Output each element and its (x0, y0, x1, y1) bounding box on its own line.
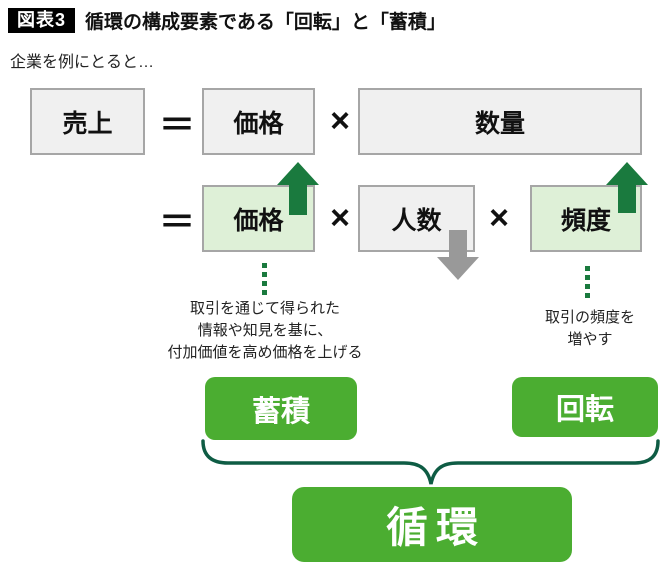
price-box-row1: 価格 (202, 88, 315, 155)
equals-sign-row1: ＝ (158, 103, 195, 145)
price-note: 取引を通じて得られた 情報や知見を基に、 付加価値を高め価格を上げる (167, 300, 363, 361)
figure-title: 循環の構成要素である「回転」と「蓄積」 (85, 12, 446, 33)
people-box: 人数 (358, 185, 475, 252)
frequency-box: 頻度 (530, 185, 642, 252)
accumulation-label: 蓄積 (205, 377, 357, 440)
sales-box: 売上 (30, 88, 145, 155)
figure-header: 図表3 循環の構成要素である「回転」と「蓄積」 (8, 7, 446, 34)
price-box-row2: 価格 (202, 185, 315, 252)
times-sign-row2a: × (330, 199, 350, 237)
intro-text: 企業を例にとると… (10, 54, 155, 71)
quantity-box: 数量 (358, 88, 642, 155)
frequency-note: 取引の頻度を 増やす (544, 309, 635, 348)
rotation-label: 回転 (512, 377, 658, 437)
circulation-label: 循環 (292, 487, 572, 562)
figure-number-badge: 図表3 (8, 8, 76, 33)
price-dotted-connector (262, 263, 267, 297)
times-sign-row1: × (330, 102, 350, 140)
curly-brace (201, 439, 660, 485)
times-sign-row2b: × (489, 199, 509, 237)
frequency-dotted-connector (585, 266, 590, 300)
equals-sign-row2: ＝ (158, 200, 195, 242)
